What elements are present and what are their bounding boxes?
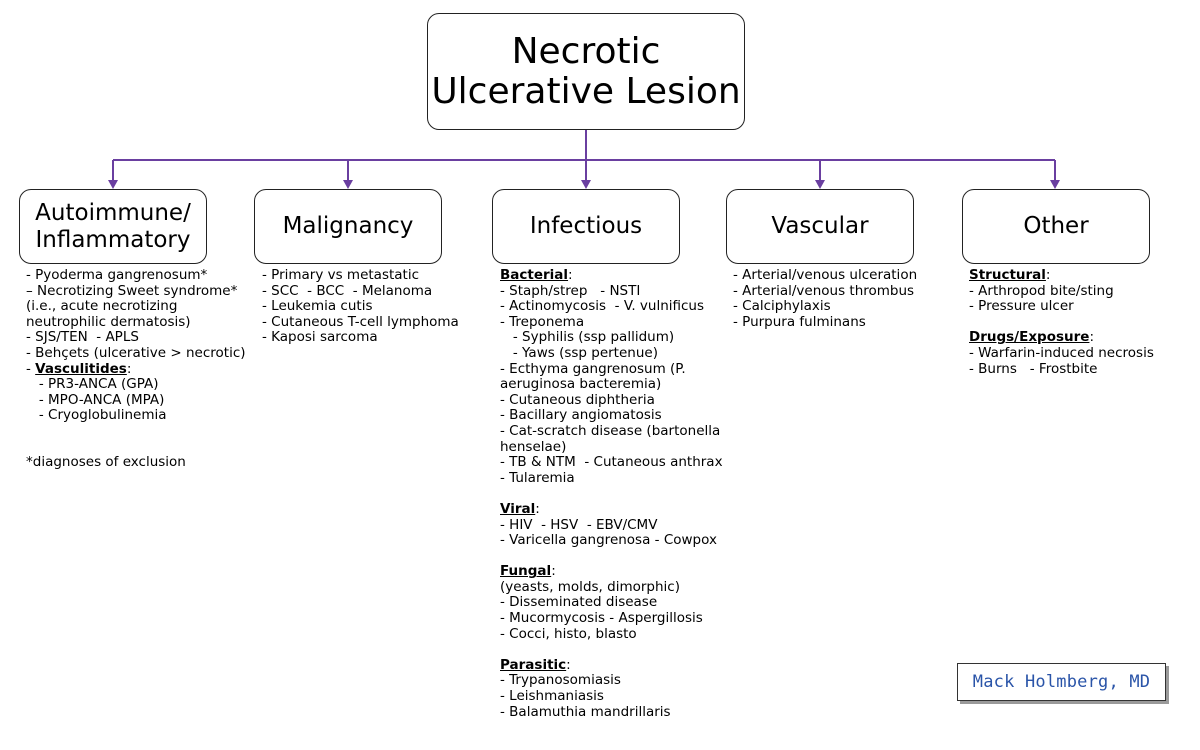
list-item: - Arterial/venous thrombus (733, 282, 915, 299)
heading-colon: : (551, 563, 556, 580)
list-vascular: - Arterial/venous ulceration- Arterial/v… (733, 267, 918, 330)
heading-colon: : (126, 360, 132, 377)
spacer (969, 315, 1154, 331)
spacer (500, 549, 723, 565)
list-item: - Yaws (ssp pertenue) (500, 344, 658, 361)
category-box-other: Other (962, 189, 1150, 264)
root-node: Necrotic Ulcerative Lesion (427, 13, 745, 130)
list-item: - Purpura fulminans (733, 313, 866, 330)
list-item: - Pyoderma gangrenosum* (26, 267, 208, 283)
arrowhead-infectious (581, 180, 591, 189)
section-heading: - Vasculitides: (26, 360, 246, 378)
list-item: - Cat-scratch disease (bartonella (500, 422, 721, 439)
list-item: aeruginosa bacteremia) (500, 376, 662, 393)
bullet-prefix: - (26, 360, 36, 377)
spacer (26, 424, 246, 440)
category-title-autoimmune: Autoimmune/ Inflammatory (35, 199, 191, 253)
category-title-malignancy: Malignancy (282, 213, 414, 239)
section-heading: Parasitic: (500, 656, 723, 674)
list-infectious: Bacterial:- Staph/strep - NSTI- Actinomy… (500, 267, 723, 720)
list-item: - Treponema (500, 313, 585, 330)
heading-colon: : (1089, 329, 1094, 346)
spacer (26, 440, 246, 456)
heading-colon: : (566, 656, 571, 673)
list-item: - MPO-ANCA (MPA) (26, 391, 165, 408)
list-item: - Trypanosomiasis (500, 672, 621, 689)
list-item: - Burns - Frostbite (969, 360, 1098, 377)
list-item: neutrophilic dermatosis) (26, 313, 191, 330)
list-item: - Varicella gangrenosa - Cowpox (500, 532, 717, 549)
category-box-infectious: Infectious (492, 189, 680, 264)
section-heading-label: Drugs/Exposure (969, 329, 1090, 346)
signature-stamp: Mack Holmberg, MD (957, 663, 1166, 701)
list-item: - Mucormycosis - Aspergillosis (500, 610, 703, 627)
list-item: - Cryoglobulinemia (26, 407, 167, 424)
list-autoimmune: - Pyoderma gangrenosum*– Necrotizing Swe… (26, 267, 246, 471)
list-item: - Leukemia cutis (262, 298, 373, 315)
list-item: - Primary vs metastatic (262, 267, 420, 283)
heading-colon: : (535, 500, 540, 517)
section-heading-label: Fungal (500, 563, 552, 580)
list-item: - Behçets (ulcerative > necrotic) (26, 344, 246, 361)
list-item: henselae) (500, 438, 567, 455)
list-item: – Necrotizing Sweet syndrome* (26, 282, 238, 299)
list-item: - Actinomycosis - V. vulnificus (500, 298, 705, 315)
list-item: - Cutaneous T-cell lymphoma (262, 313, 459, 330)
list-item: - SCC - BCC - Melanoma (262, 282, 433, 299)
list-item: - HIV - HSV - EBV/CMV (500, 516, 658, 533)
section-heading: Viral: (500, 500, 723, 518)
list-item: - Calciphylaxis (733, 298, 831, 315)
category-title-other: Other (1023, 213, 1089, 239)
arrowhead-malignancy (343, 180, 353, 189)
heading-colon: : (1045, 267, 1051, 283)
category-title-infectious: Infectious (529, 213, 643, 239)
section-heading-label: Bacterial (500, 267, 569, 283)
category-box-vascular: Vascular (726, 189, 914, 264)
section-heading: Drugs/Exposure: (969, 330, 1154, 346)
list-item: - Arterial/venous ulceration (733, 267, 918, 283)
spacer (500, 486, 723, 502)
list-item: - Warfarin-induced necrosis (969, 344, 1154, 361)
list-item: (i.e., acute necrotizing (26, 298, 178, 315)
category-title-vascular: Vascular (771, 213, 869, 239)
root-title: Necrotic Ulcerative Lesion (431, 30, 741, 112)
list-item: - SJS/TEN - APLS (26, 329, 139, 346)
list-item: - Kaposi sarcoma (262, 329, 378, 346)
category-box-autoimmune: Autoimmune/ Inflammatory (19, 189, 207, 264)
section-heading-label: Structural (969, 267, 1046, 283)
arrowhead-vascular (815, 180, 825, 189)
list-item: - Bacillary angiomatosis (500, 407, 662, 424)
arrowhead-other (1050, 180, 1060, 189)
list-item: - Ecthyma gangrenosum (P. (500, 360, 686, 377)
list-item: *diagnoses of exclusion (26, 454, 186, 471)
list-item: - Staph/strep - NSTI (500, 282, 641, 299)
list-item: - Pressure ulcer (969, 298, 1074, 315)
list-item: - Disseminated disease (500, 594, 658, 611)
list-item: - Tularemia (500, 469, 575, 486)
list-item: - Cutaneous diphtheria (500, 391, 655, 408)
list-item: (yeasts, molds, dimorphic) (500, 578, 680, 595)
spacer (500, 642, 723, 658)
section-heading-label: Parasitic (500, 656, 567, 673)
list-item: - Arthropod bite/sting (969, 282, 1114, 299)
heading-colon: : (568, 267, 573, 283)
list-item: - PR3-ANCA (GPA) (26, 376, 159, 393)
list-item: - Syphilis (ssp pallidum) (500, 329, 675, 346)
list-item: - Leishmaniasis (500, 688, 604, 705)
section-heading: Bacterial: (500, 267, 723, 284)
section-heading-label: Vasculitides (35, 360, 127, 377)
list-item: - TB & NTM - Cutaneous anthrax (500, 454, 723, 471)
list-item: - Balamuthia mandrillaris (500, 703, 671, 720)
section-heading: Fungal: (500, 563, 723, 580)
signature-text: Mack Holmberg, MD (972, 672, 1151, 692)
list-malignancy: - Primary vs metastatic- SCC - BCC - Mel… (262, 267, 459, 346)
list-item: - Cocci, histo, blasto (500, 625, 637, 642)
category-box-malignancy: Malignancy (254, 189, 442, 264)
arrowhead-autoimmune (108, 180, 118, 189)
section-heading-label: Viral (500, 500, 536, 517)
section-heading: Structural: (969, 267, 1154, 284)
list-other: Structural:- Arthropod bite/sting- Press… (969, 267, 1154, 377)
